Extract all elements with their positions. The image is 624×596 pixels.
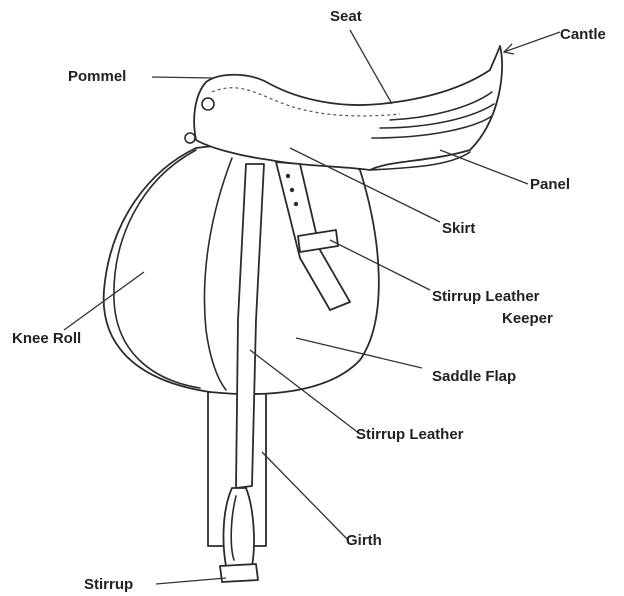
skirt-shape: [194, 46, 502, 170]
label-stirrup: Stirrup: [84, 576, 133, 594]
leader-seat: [350, 30, 392, 104]
strap-hole-3: [294, 202, 298, 206]
leader-cantle: [504, 32, 560, 52]
label-skirt: Skirt: [442, 220, 475, 238]
leader-stirrup: [156, 578, 226, 584]
label-saddle-flap: Saddle Flap: [432, 368, 516, 386]
strap-hole-2: [290, 188, 294, 192]
strap-hole-1: [286, 174, 290, 178]
pommel-stud-1: [202, 98, 214, 110]
label-stirrup-leather-keeper: Stirrup Leather Keeper: [432, 286, 553, 330]
label-girth: Girth: [346, 532, 382, 550]
leader-pommel: [152, 77, 212, 78]
pommel-stud-2: [185, 133, 195, 143]
stirrup-iron: [224, 488, 254, 566]
label-cantle: Cantle: [560, 26, 606, 44]
leader-panel: [440, 150, 528, 184]
label-pommel: Pommel: [68, 68, 126, 86]
stirrup-tread: [220, 564, 258, 582]
leader-girth: [262, 452, 348, 540]
label-panel: Panel: [530, 176, 570, 194]
label-knee-roll: Knee Roll: [12, 330, 81, 348]
label-stirrup-leather: Stirrup Leather: [356, 426, 464, 444]
label-seat: Seat: [330, 8, 362, 26]
label-stirrup-leather-keeper-line2: Keeper: [432, 308, 553, 330]
label-stirrup-leather-keeper-line1: Stirrup Leather: [432, 286, 553, 308]
